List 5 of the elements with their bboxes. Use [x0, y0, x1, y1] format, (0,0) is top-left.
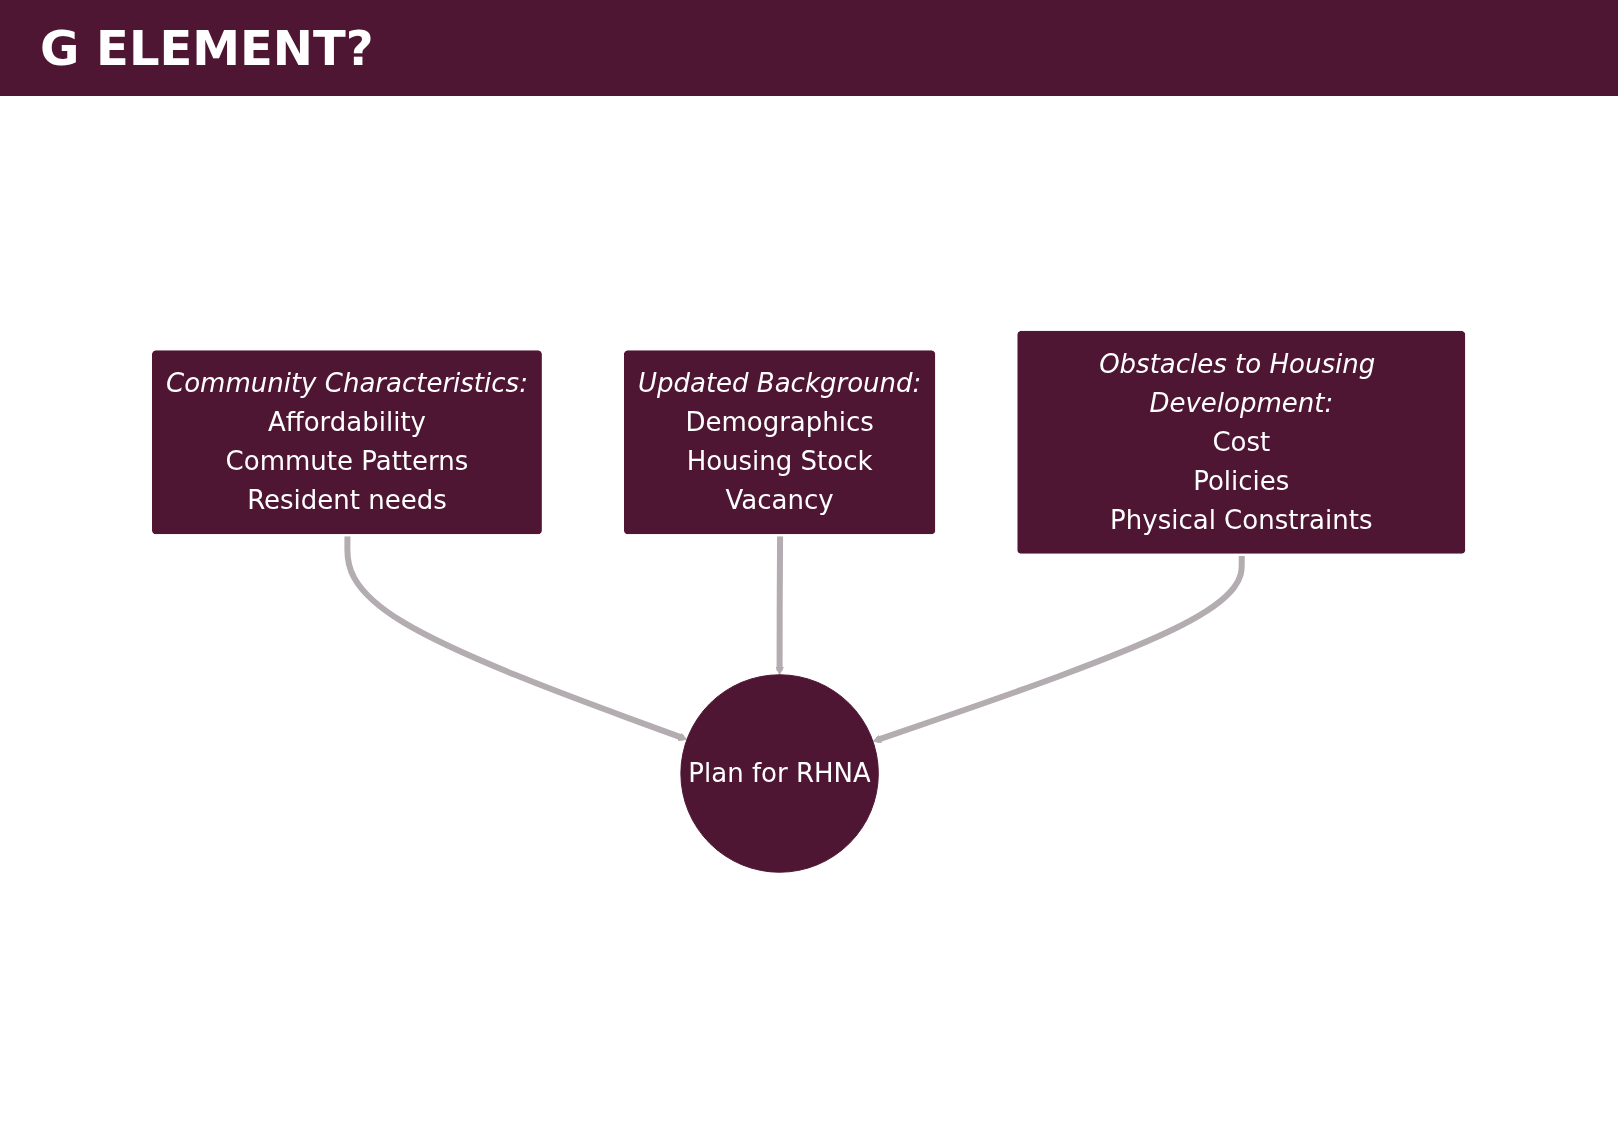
arrow — [344, 535, 688, 741]
slide-title: G ELEMENT? — [0, 0, 1618, 96]
arrow — [775, 535, 785, 676]
node-circle: Plan for RHNA — [680, 674, 880, 873]
arrow — [872, 555, 1246, 743]
